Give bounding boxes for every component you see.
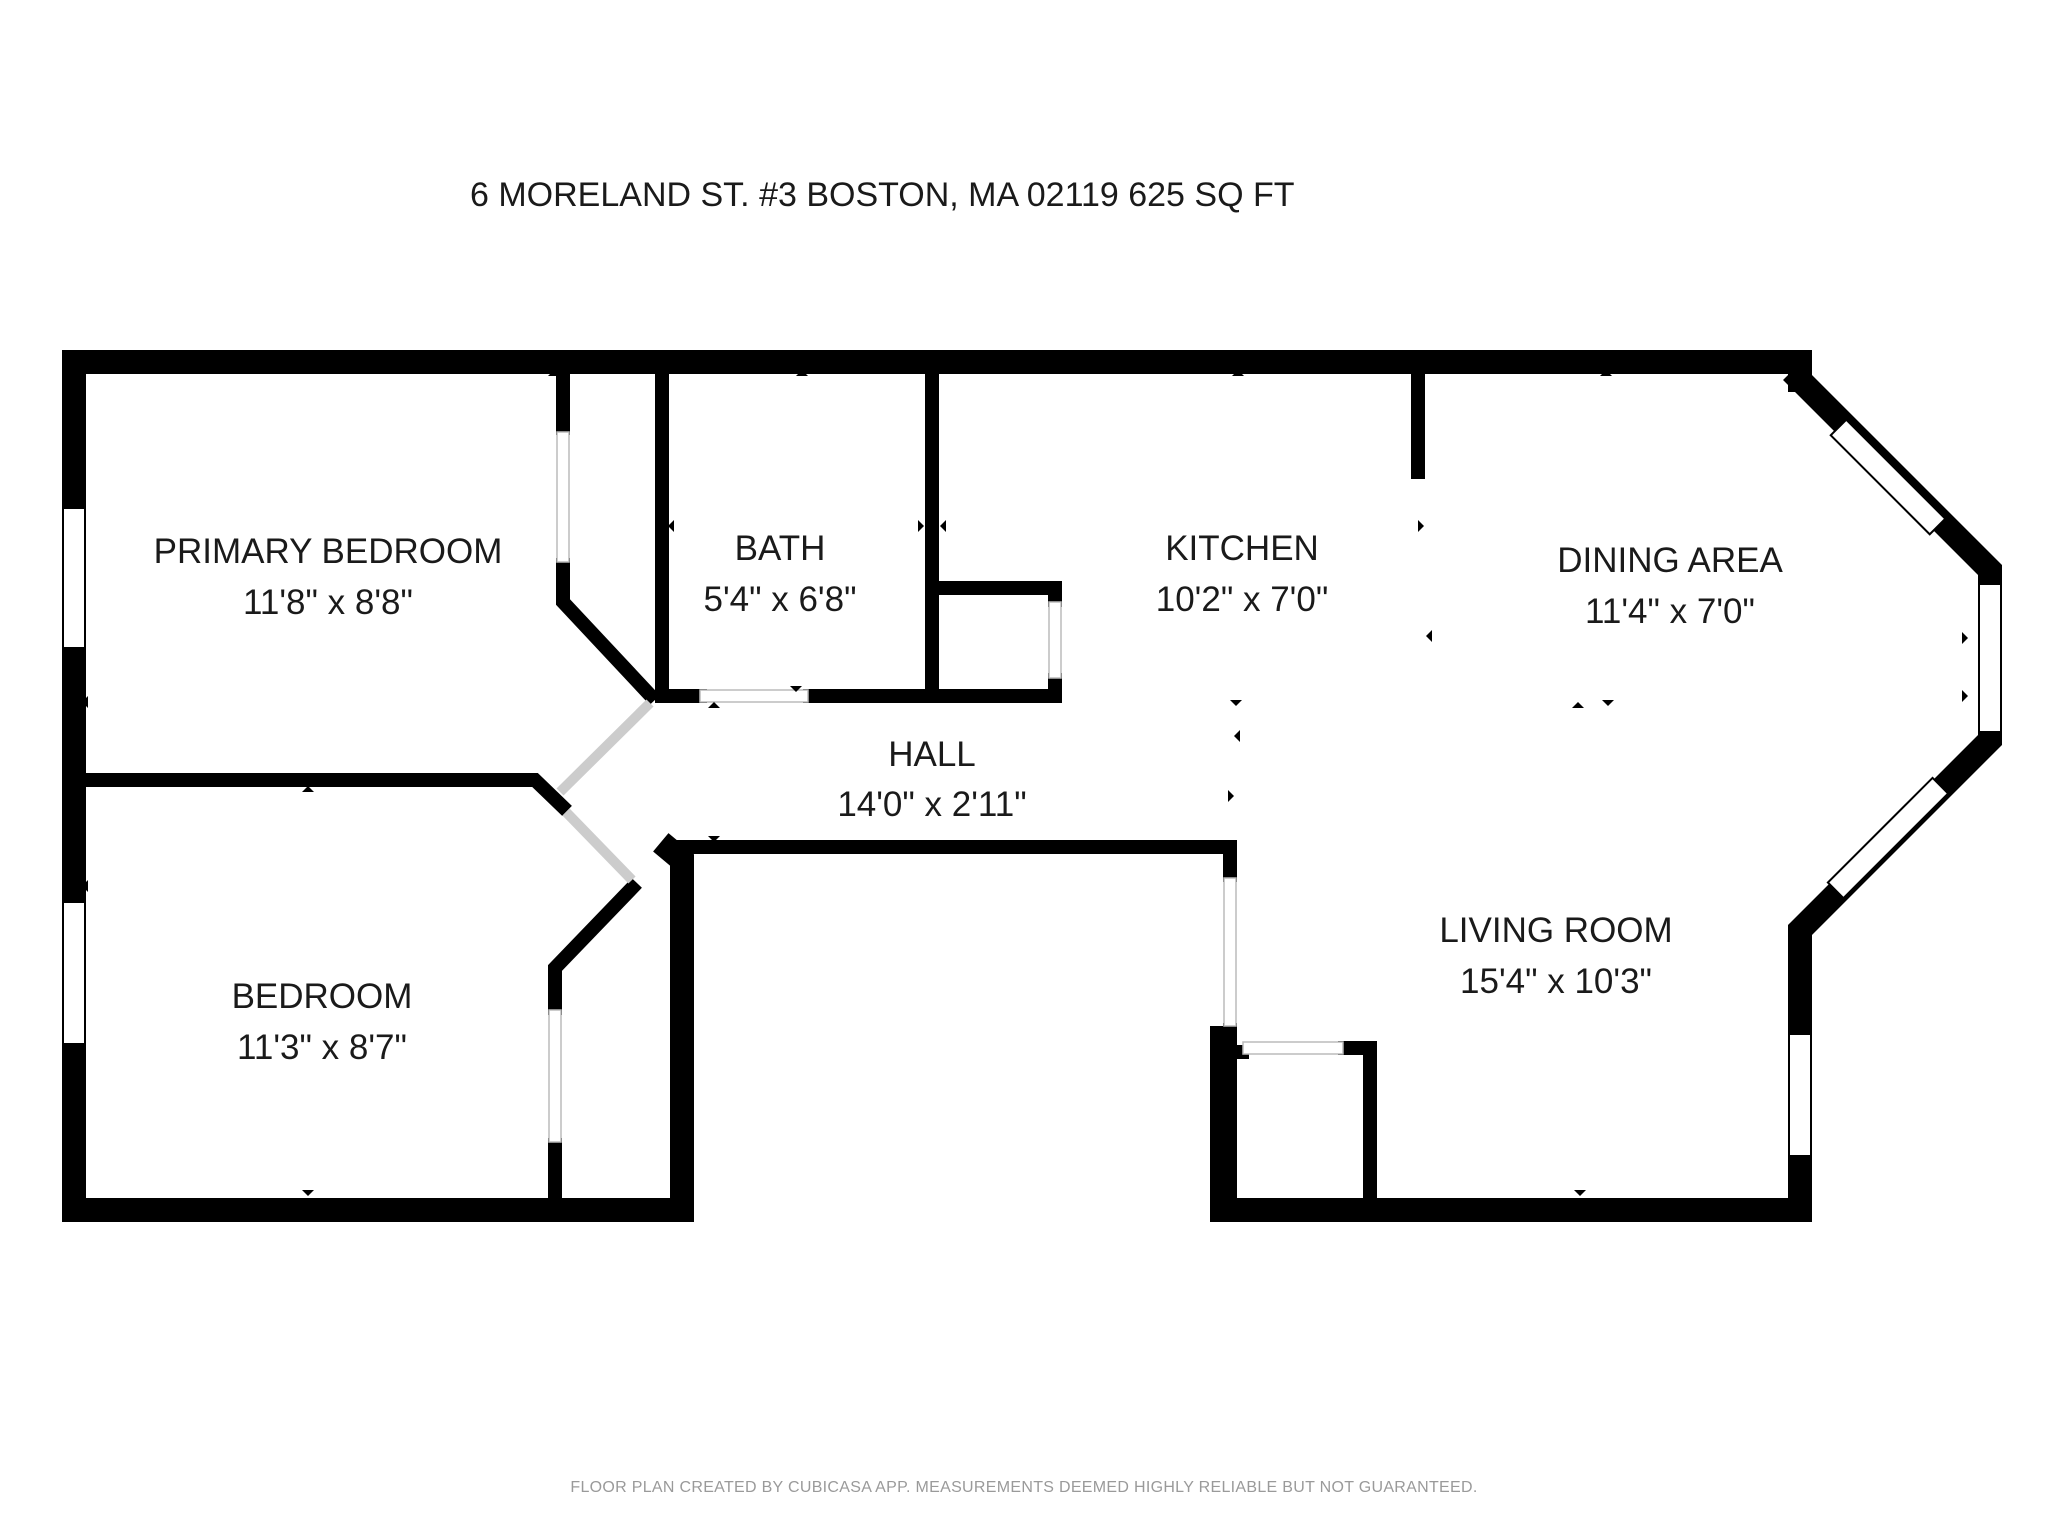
room-kitchen: KITCHEN 10'2" x 7'0" [1156,529,1329,619]
room-dimensions: 10'2" x 7'0" [1156,580,1329,619]
windows [62,418,2002,1157]
room-name: HALL [888,735,976,774]
room-name: KITCHEN [1165,529,1319,568]
room-dimensions: 5'4" x 6'8" [703,580,856,619]
room-dimensions: 15'4" x 10'3" [1460,962,1652,1001]
room-hall: HALL 14'0" x 2'11" [837,735,1026,824]
room-dimensions: 14'0" x 2'11" [837,785,1026,824]
door-openings [548,431,1344,1143]
window [1978,583,2002,733]
room-dimensions: 11'3" x 8'7" [237,1028,407,1067]
room-name: DINING AREA [1557,541,1783,580]
plan-title: 6 MORELAND ST. #3 BOSTON, MA 02119 625 S… [470,176,1295,214]
room-name: BEDROOM [232,977,413,1016]
room-dining-area: DINING AREA 11'4" x 7'0" [1557,541,1783,631]
room-primary-bedroom: PRIMARY BEDROOM 11'8" x 8'8" [154,532,503,622]
room-bath: BATH 5'4" x 6'8" [703,529,856,619]
window [1788,1033,1812,1157]
interior-walls [75,368,1425,1212]
window [62,507,86,649]
room-name: BATH [735,529,826,568]
room-living-room: LIVING ROOM 15'4" x 10'3" [1439,911,1672,1001]
room-name: LIVING ROOM [1439,911,1672,950]
room-bedroom: BEDROOM 11'3" x 8'7" [232,977,413,1067]
room-dimensions: 11'4" x 7'0" [1585,592,1755,631]
footer-disclaimer: FLOOR PLAN CREATED BY CUBICASA APP. MEAS… [570,1479,1477,1496]
dimension-markers [82,370,1968,1196]
room-dimensions: 11'8" x 8'8" [243,583,413,622]
window [62,901,86,1045]
room-name: PRIMARY BEDROOM [154,532,503,571]
